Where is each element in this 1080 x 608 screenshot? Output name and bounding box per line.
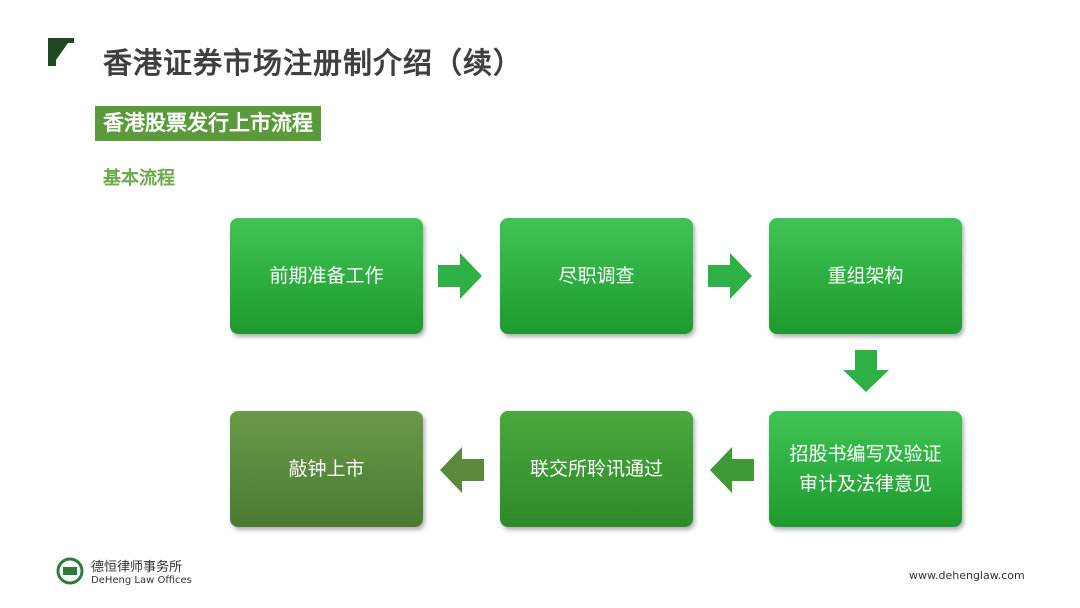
logo-chinese-name: 德恒律师事务所 [91, 560, 183, 575]
step-box-6: 敲钟上市 [230, 411, 423, 527]
arrow-right-icon [708, 253, 752, 299]
step-box-4: 招股书编写及验证 审计及法律意见 [769, 411, 962, 527]
step-4-line-2: 审计及法律意见 [798, 473, 932, 495]
step-box-1: 前期准备工作 [230, 218, 423, 334]
arrow-left-icon [440, 447, 484, 493]
arrow-right-icon [438, 253, 482, 299]
section-heading: 基本流程 [103, 168, 175, 189]
website-url: www.dehenglaw.com [909, 569, 1025, 582]
arrow-left-icon [710, 447, 754, 493]
step-4-line-1: 招股书编写及验证 [789, 442, 942, 465]
corner-mark-icon [48, 38, 74, 66]
firm-emblem-icon [56, 557, 84, 585]
subtitle-banner: 香港股票发行上市流程 [95, 106, 321, 141]
logo-english-name: DeHeng Law Offices [91, 575, 192, 586]
step-box-3: 重组架构 [769, 218, 962, 334]
page-title: 香港证券市场注册制介绍（续） [103, 46, 524, 80]
step-box-5: 联交所聆讯通过 [500, 411, 693, 527]
step-box-2: 尽职调查 [500, 218, 693, 334]
firm-logo: 德恒律师事务所 DeHeng Law Offices [55, 556, 192, 586]
arrow-down-icon [843, 350, 889, 392]
